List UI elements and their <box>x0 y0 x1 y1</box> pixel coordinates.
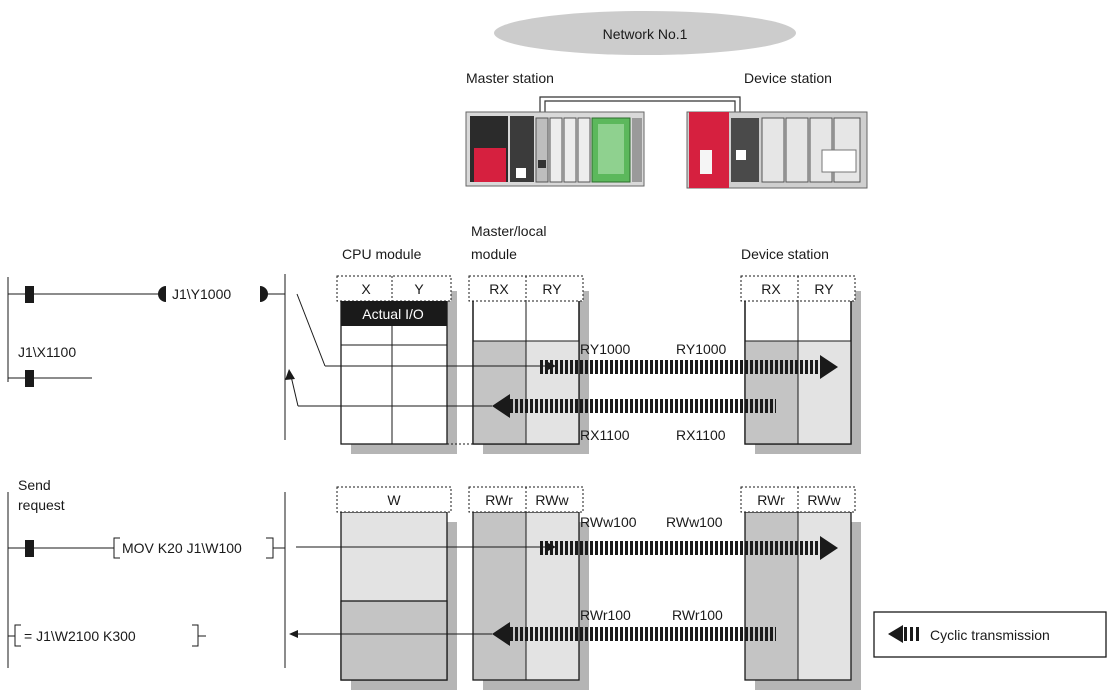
ladder-coil-label: J1\Y1000 <box>172 286 231 302</box>
cpu-xy-block <box>336 275 457 454</box>
actual-io-label: Actual I/O <box>362 306 424 322</box>
master-rxry-block <box>468 275 589 454</box>
transfer-ry-right: RY1000 <box>676 341 727 357</box>
master-station-plc <box>465 111 645 187</box>
legend-box <box>873 611 1107 658</box>
header-rwr-device: RWr <box>757 492 785 508</box>
header-ry-device: RY <box>814 281 834 297</box>
cyclic-arrow-rx <box>492 394 776 418</box>
device-station-plc <box>686 111 868 189</box>
header-rx-master: RX <box>489 281 509 297</box>
mov-instruction: MOV K20 J1\W100 <box>122 540 242 556</box>
network-ellipse <box>494 11 796 55</box>
cyclic-arrow-rww <box>540 536 838 560</box>
coil-right-icon <box>260 286 268 302</box>
cyclic-arrow-legend-icon <box>888 625 903 643</box>
header-rww-master: RWw <box>535 492 569 508</box>
header-rww-device: RWw <box>807 492 841 508</box>
contact-icon-send-request <box>25 540 34 557</box>
transfer-rx-right: RX1100 <box>676 427 726 443</box>
header-rwr-master: RWr <box>485 492 513 508</box>
link-mov-to-rww <box>296 543 556 551</box>
actual-io-band <box>341 301 447 326</box>
transfer-ry-left: RY1000 <box>580 341 631 357</box>
header-x: X <box>361 281 371 297</box>
contact-icon-rung1 <box>25 286 34 303</box>
master-local-label-2: module <box>471 246 517 262</box>
master-rwrrww-block <box>468 486 589 690</box>
header-y: Y <box>414 281 424 297</box>
cyclic-arrow-rwr <box>492 622 776 646</box>
link-rx-to-x1100 <box>285 369 492 407</box>
transfer-rwr-left: RWr100 <box>580 607 631 623</box>
header-w: W <box>387 492 401 508</box>
transfer-rx-left: RX1100 <box>580 427 630 443</box>
ladder-diagram <box>7 274 286 668</box>
transfer-rww-right: RWw100 <box>666 514 723 530</box>
transfer-rwr-right: RWr100 <box>672 607 723 623</box>
device-station-label: Device station <box>741 246 829 262</box>
send-request-line2: request <box>18 497 65 513</box>
cpu-w-block <box>336 486 457 690</box>
cpu-module-label: CPU module <box>342 246 422 262</box>
ladder-contact-label: J1\X1100 <box>18 344 76 360</box>
cyclic-arrow-ry <box>540 355 838 379</box>
header-rx-device: RX <box>761 281 781 297</box>
master-local-label-1: Master/local <box>471 223 546 239</box>
compare-instruction: = J1\W2100 K300 <box>24 628 136 644</box>
link-y1000-to-ry <box>296 293 556 370</box>
network-label: Network No.1 <box>603 26 688 42</box>
device-station-top-label: Device station <box>744 70 832 86</box>
device-rwrrww-block <box>740 486 861 690</box>
transfer-rww-left: RWw100 <box>580 514 637 530</box>
legend-label: Cyclic transmission <box>930 627 1050 643</box>
send-request-line1: Send <box>18 477 51 493</box>
header-ry-master: RY <box>542 281 562 297</box>
contact-icon-x1100 <box>25 370 34 387</box>
link-rwr-to-compare <box>289 630 492 638</box>
master-station-label: Master station <box>466 70 554 86</box>
